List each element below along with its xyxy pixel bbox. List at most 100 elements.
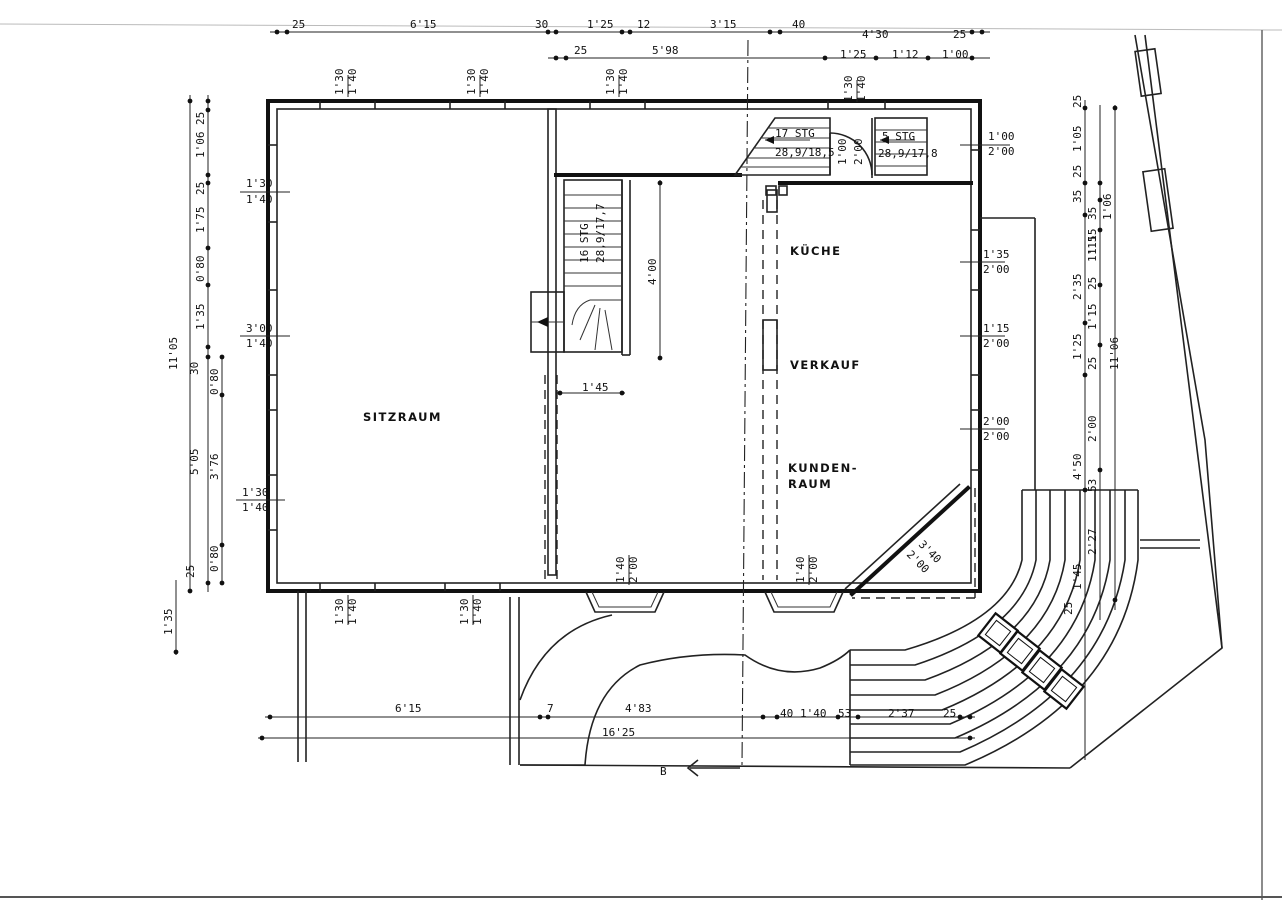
svg-text:1'30: 1'30 bbox=[242, 486, 269, 499]
svg-text:1'45: 1'45 bbox=[1071, 564, 1084, 591]
room-label-kundenraum-2: RAUM bbox=[788, 477, 832, 491]
svg-text:1'40: 1'40 bbox=[346, 69, 359, 96]
svg-text:40: 40 bbox=[792, 18, 805, 31]
svg-text:1'30: 1'30 bbox=[465, 69, 478, 96]
svg-text:1'40: 1'40 bbox=[614, 557, 627, 584]
svg-text:1'40: 1'40 bbox=[617, 69, 630, 96]
fraction-bars bbox=[236, 75, 1010, 625]
svg-text:1'30: 1'30 bbox=[458, 599, 471, 626]
svg-text:1'15: 1'15 bbox=[983, 322, 1010, 335]
svg-text:1'06: 1'06 bbox=[1101, 194, 1114, 221]
svg-text:11'05: 11'05 bbox=[167, 337, 180, 370]
svg-text:1'30: 1'30 bbox=[246, 177, 273, 190]
svg-text:4'30: 4'30 bbox=[862, 28, 889, 41]
svg-text:1'00: 1'00 bbox=[988, 130, 1015, 143]
svg-text:1'05: 1'05 bbox=[1071, 126, 1084, 153]
svg-text:12: 12 bbox=[637, 18, 650, 31]
stair-label-upper-right: 5 STG bbox=[882, 130, 915, 143]
svg-text:1'40: 1'40 bbox=[246, 193, 273, 206]
svg-text:1'12: 1'12 bbox=[892, 48, 919, 61]
svg-text:40: 40 bbox=[780, 707, 793, 720]
room-label-kueche: KÜCHE bbox=[790, 243, 841, 258]
svg-text:25: 25 bbox=[292, 18, 305, 31]
svg-text:4'50: 4'50 bbox=[1071, 454, 1084, 481]
svg-text:3'76: 3'76 bbox=[208, 454, 221, 481]
svg-text:1'15: 1'15 bbox=[1086, 236, 1099, 263]
svg-text:1'40: 1'40 bbox=[794, 557, 807, 584]
svg-text:25: 25 bbox=[1071, 165, 1084, 178]
svg-text:25: 25 bbox=[1071, 95, 1084, 108]
svg-text:16'25: 16'25 bbox=[602, 726, 635, 739]
svg-text:2'00: 2'00 bbox=[807, 557, 820, 584]
svg-text:1'15: 1'15 bbox=[1086, 229, 1099, 256]
stair-label-upper-left-ratio: 28,9/18,5 bbox=[775, 146, 835, 159]
svg-text:1'25: 1'25 bbox=[1071, 334, 1084, 361]
dimension-lines bbox=[175, 31, 1116, 760]
section-axis bbox=[741, 39, 749, 766]
svg-text:0'80: 0'80 bbox=[208, 369, 221, 396]
svg-text:2'00: 2'00 bbox=[1086, 416, 1099, 443]
svg-text:5'05: 5'05 bbox=[188, 449, 201, 476]
svg-text:11'06: 11'06 bbox=[1108, 337, 1121, 370]
svg-text:25: 25 bbox=[1086, 357, 1099, 370]
room-label-sitzraum: SITZRAUM bbox=[363, 410, 442, 424]
svg-text:2'00: 2'00 bbox=[988, 145, 1015, 158]
svg-text:1'06: 1'06 bbox=[194, 132, 207, 159]
svg-text:1'25: 1'25 bbox=[587, 18, 614, 31]
svg-text:1'30: 1'30 bbox=[333, 69, 346, 96]
svg-text:0'80: 0'80 bbox=[194, 256, 207, 283]
svg-text:25: 25 bbox=[943, 707, 956, 720]
svg-text:5'98: 5'98 bbox=[652, 44, 679, 57]
svg-text:2'00: 2'00 bbox=[627, 557, 640, 584]
stair-inner bbox=[530, 179, 623, 353]
svg-text:1'40: 1'40 bbox=[346, 599, 359, 626]
svg-text:1'30: 1'30 bbox=[604, 69, 617, 96]
svg-text:2'00: 2'00 bbox=[983, 263, 1010, 276]
svg-text:35: 35 bbox=[1071, 190, 1084, 203]
svg-text:1'30: 1'30 bbox=[333, 599, 346, 626]
dim-text-bottom: 6'15 7 4'83 40 1'40 53 2'37 25 16'25 bbox=[395, 702, 956, 739]
svg-text:25: 25 bbox=[194, 112, 207, 125]
svg-text:7: 7 bbox=[547, 702, 554, 715]
stair-label-upper-right-ratio: 28,9/17,8 bbox=[878, 147, 938, 160]
svg-text:2'37: 2'37 bbox=[888, 707, 915, 720]
svg-text:6'15: 6'15 bbox=[410, 18, 437, 31]
stair-upper-left bbox=[733, 117, 831, 176]
svg-text:25: 25 bbox=[184, 565, 197, 578]
svg-text:1'40: 1'40 bbox=[855, 76, 868, 103]
stair-upper-right bbox=[874, 117, 928, 176]
svg-text:53: 53 bbox=[1086, 479, 1099, 492]
svg-text:1'35: 1'35 bbox=[162, 609, 175, 636]
room-label-kundenraum-1: KUNDEN- bbox=[788, 461, 858, 475]
svg-text:4'83: 4'83 bbox=[625, 702, 652, 715]
window-openings bbox=[268, 101, 980, 591]
svg-text:4'00: 4'00 bbox=[646, 259, 659, 286]
svg-text:1'30: 1'30 bbox=[842, 76, 855, 103]
svg-text:3'00: 3'00 bbox=[246, 322, 273, 335]
door-swing bbox=[829, 118, 873, 178]
room-label-verkauf: VERKAUF bbox=[790, 358, 861, 372]
svg-text:2'00: 2'00 bbox=[983, 415, 1010, 428]
stair-label-upper-left: 17 STG bbox=[775, 127, 815, 140]
exterior-walls bbox=[266, 99, 982, 593]
svg-text:3'15: 3'15 bbox=[710, 18, 737, 31]
step-tiles bbox=[976, 611, 1086, 711]
svg-text:2'00: 2'00 bbox=[983, 430, 1010, 443]
dimension-ticks bbox=[173, 29, 1118, 741]
svg-text:1'40: 1'40 bbox=[800, 707, 827, 720]
svg-text:1'45: 1'45 bbox=[582, 381, 609, 394]
svg-text:2'27: 2'27 bbox=[1086, 529, 1099, 556]
svg-text:25: 25 bbox=[1062, 602, 1075, 615]
svg-text:2'00: 2'00 bbox=[852, 139, 865, 166]
svg-text:25: 25 bbox=[1086, 277, 1099, 290]
bay-windows bbox=[585, 591, 844, 613]
terrace bbox=[297, 34, 1223, 769]
svg-text:0'80: 0'80 bbox=[208, 546, 221, 573]
dim-text-left: 25 1'06 25 1'75 0'80 1'35 30 5'05 25 0'8… bbox=[162, 112, 221, 635]
svg-text:1'35: 1'35 bbox=[194, 304, 207, 331]
stair-label-inner-ratio: 28,9/17,7 bbox=[594, 203, 607, 263]
svg-text:2'35: 2'35 bbox=[1071, 274, 1084, 301]
dim-text-right: 25 1'05 25 35 35 1'15 2'35 25 1'25 25 53… bbox=[1062, 95, 1121, 615]
stair-label-inner: 16 STG bbox=[578, 223, 591, 263]
